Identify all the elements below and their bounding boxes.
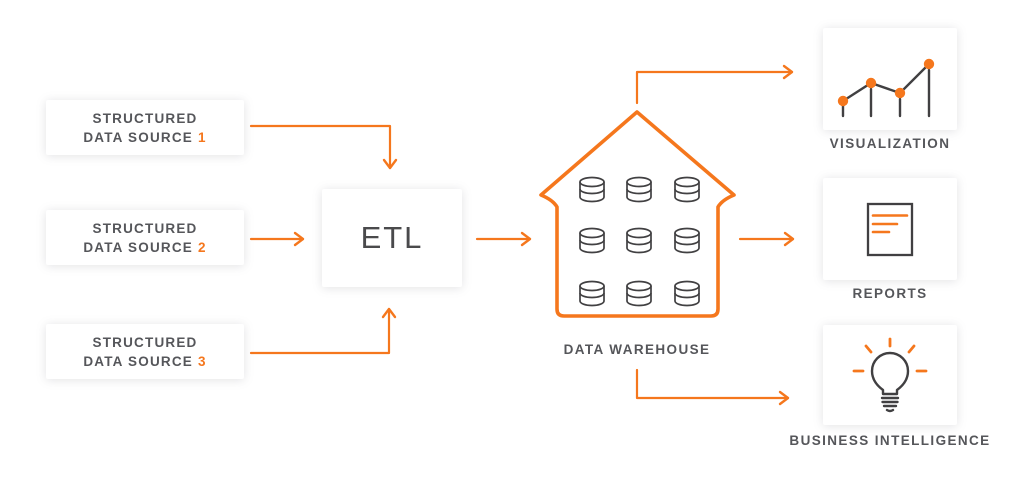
database-cylinder-icon <box>626 280 652 307</box>
database-cylinder-icon <box>579 227 605 254</box>
lightbulb-icon <box>852 337 928 413</box>
visualization-label: VISUALIZATION <box>829 136 951 151</box>
source-2-number: 2 <box>197 239 207 255</box>
structured-data-source-3-box: STRUCTURED DATA SOURCE 3 <box>46 324 244 379</box>
arrow-warehouse-to-business-intelligence <box>635 368 790 406</box>
report-document-icon <box>866 202 914 257</box>
reports-label: REPORTS <box>852 286 928 301</box>
structured-data-source-3-label: STRUCTURED DATA SOURCE 3 <box>83 334 207 369</box>
database-cylinder-icon <box>626 227 652 254</box>
line-chart-icon <box>837 58 935 118</box>
structured-data-source-1-label: STRUCTURED DATA SOURCE 1 <box>83 110 207 145</box>
warehouse-house-icon <box>539 110 736 318</box>
source-1-number: 1 <box>197 129 207 145</box>
arrow-source3-to-etl <box>249 307 397 355</box>
database-cylinder-icon <box>674 227 700 254</box>
business-intelligence-label: BUSINESS INTELLIGENCE <box>789 433 991 448</box>
arrow-source1-to-etl <box>249 124 398 170</box>
arrow-warehouse-to-visualization <box>635 64 794 105</box>
database-cylinder-grid <box>579 176 700 307</box>
business-intelligence-card <box>823 325 957 425</box>
visualization-card <box>823 28 957 130</box>
structured-data-source-2-box: STRUCTURED DATA SOURCE 2 <box>46 210 244 265</box>
database-cylinder-icon <box>579 280 605 307</box>
database-cylinder-icon <box>626 176 652 203</box>
database-cylinder-icon <box>674 280 700 307</box>
reports-card <box>823 178 957 280</box>
etl-box: ETL <box>322 189 462 287</box>
etl-label: ETL <box>360 220 424 255</box>
structured-data-source-1-box: STRUCTURED DATA SOURCE 1 <box>46 100 244 155</box>
database-cylinder-icon <box>674 176 700 203</box>
data-warehouse-label: DATA WAREHOUSE <box>563 342 711 357</box>
structured-data-source-2-label: STRUCTURED DATA SOURCE 2 <box>83 220 207 255</box>
database-cylinder-icon <box>579 176 605 203</box>
source-3-number: 3 <box>197 353 207 369</box>
